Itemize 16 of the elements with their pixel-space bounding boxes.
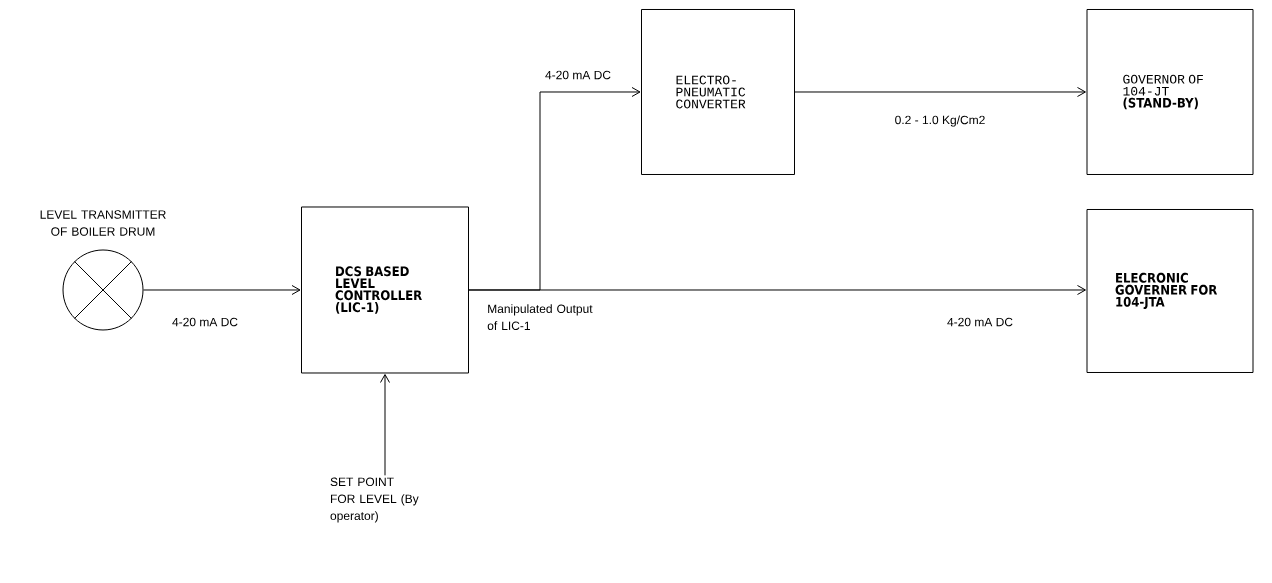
controller-box: DCS BASED LEVEL CONTROLLER (LIC-1) bbox=[301, 206, 469, 374]
node-caption: LEVEL TRANSMITTER OF BOILER DRUM bbox=[40, 210, 166, 236]
text-label: SET POINT FOR LEVEL (By operator) bbox=[330, 477, 419, 523]
edge-label: 4-20 mA DC bbox=[544, 69, 612, 81]
transmitter-symbol bbox=[62, 249, 144, 331]
arrow bbox=[468, 87, 641, 291]
annotation-text: Manipulated Output of LIC-1 bbox=[487, 304, 593, 330]
edge-label: 4-20 mA DC bbox=[946, 316, 1014, 328]
governor-box: GOVERNOR OF 104-JT (STAND-BY) bbox=[1086, 9, 1254, 175]
edge-label: 4-20 mA DC bbox=[171, 316, 239, 328]
edge-label: 0.2 - 1.0 Kg/Cm2 bbox=[893, 114, 987, 128]
converter-box: ELECTRO- PNEUMATIC CONVERTER bbox=[641, 9, 795, 175]
arrow bbox=[380, 374, 390, 476]
arrow bbox=[143, 285, 301, 295]
arrow bbox=[794, 87, 1086, 97]
governor-box: ELECRONIC GOVERNER FOR 104-JTA bbox=[1086, 209, 1254, 373]
